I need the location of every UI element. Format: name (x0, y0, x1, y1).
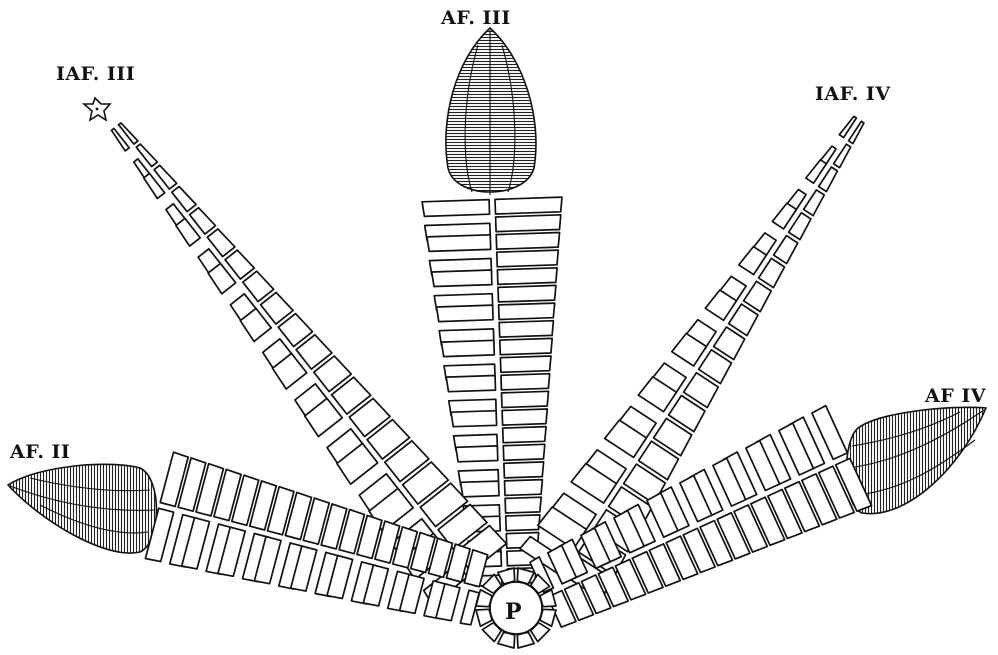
plate-amb-iii (427, 235, 491, 252)
plate-fields (112, 116, 872, 627)
plate-amb-iii (446, 376, 495, 392)
plate-amb-iii (437, 305, 494, 322)
plate-amb-iii (422, 200, 489, 217)
plate-amb-iii (497, 250, 559, 267)
plate-amb-iii (499, 303, 555, 319)
label-iaf-iv: IAF. IV (815, 83, 891, 105)
plate-amb-iii (503, 427, 546, 443)
periproct-plate (517, 632, 534, 648)
plate-iamb-iv (804, 190, 825, 216)
plate-amb-ii (460, 590, 479, 625)
plate-amb-iii (498, 285, 556, 302)
periproct-plate (540, 609, 556, 626)
plate-iamb-iv (834, 144, 851, 167)
plate-amb-iii (496, 233, 559, 250)
petal-af-ii (8, 464, 157, 553)
plate-amb-iii (503, 444, 545, 460)
plate-iamb-iv (744, 281, 772, 311)
plate-amb-iii (502, 391, 549, 407)
petal-af-iii (446, 28, 536, 195)
plate-amb-iii (497, 268, 557, 285)
plate-amb-iii (495, 197, 562, 214)
plate-amb-iii (432, 270, 492, 287)
plate-amb-iii (441, 340, 494, 356)
plate-iamb-iv (759, 258, 785, 287)
apical-plate-icon (84, 98, 110, 120)
plate-amb-iii (496, 215, 561, 232)
plate-amb-iii (505, 480, 543, 496)
label-iaf-iii: IAF. III (56, 63, 135, 85)
plate-amb-iii (500, 338, 552, 354)
plate-amb-iii (505, 497, 541, 513)
label-p: P (505, 599, 522, 625)
plate-amb-iii (456, 446, 498, 462)
plate-iamb-iv (774, 236, 798, 264)
periproct-plate (498, 632, 515, 648)
plate-amb-iii (504, 462, 544, 478)
plate-amb-iii (506, 515, 540, 531)
plate-amb-iii (502, 409, 547, 425)
label-af-iii: AF. III (440, 7, 511, 29)
periproct-plate (476, 609, 492, 626)
plate-amb-iii (451, 411, 497, 427)
plate-amb-iii (461, 481, 499, 497)
label-af-ii: AF. II (9, 441, 70, 463)
plate-amb-iii (500, 356, 551, 372)
plate-amb-iii (501, 374, 550, 390)
plate-amb-iii (499, 321, 553, 337)
label-af-iv: AF IV (924, 385, 987, 407)
periproct-plate (540, 590, 556, 607)
